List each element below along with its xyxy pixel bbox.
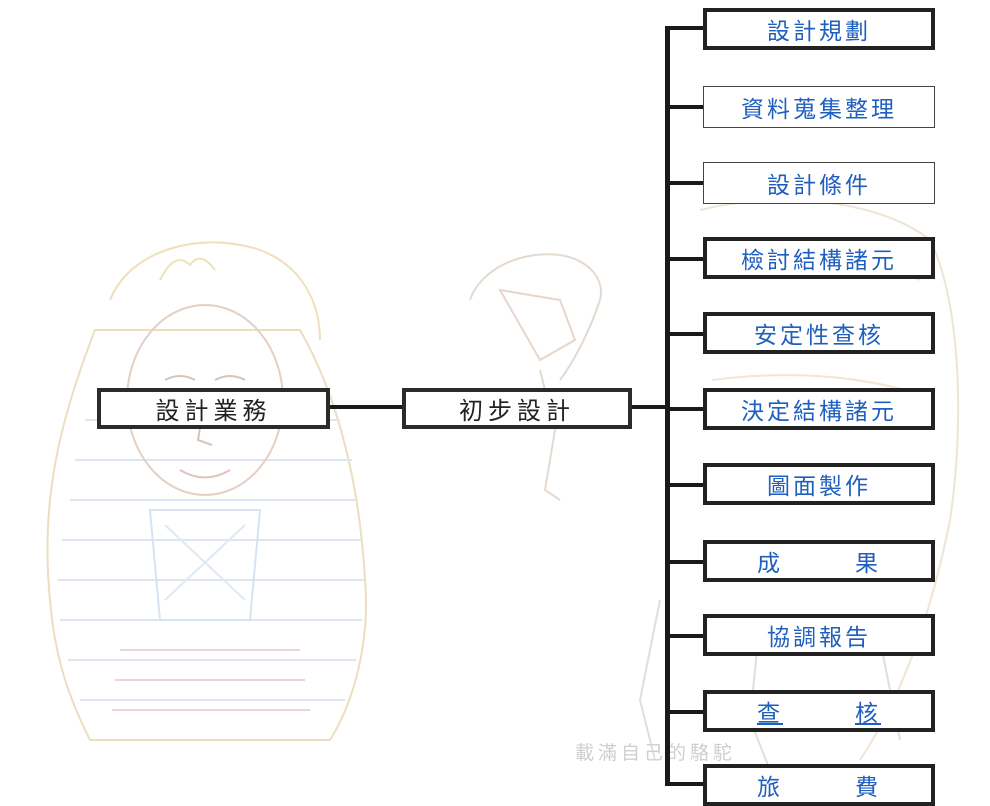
- task-label-part: 果: [855, 551, 881, 577]
- branch-connector: [665, 181, 705, 185]
- root-to-phase-connector: [328, 405, 404, 409]
- task-box-travel-expenses: 旅 費: [703, 764, 935, 806]
- task-label-part: 核: [855, 701, 881, 727]
- root-node-label: 設計業務: [155, 397, 272, 425]
- branch-connector: [665, 257, 705, 261]
- task-label: 檢討結構諸元: [741, 248, 897, 274]
- task-label: 設計條件: [767, 173, 871, 199]
- branch-connector: [665, 26, 705, 30]
- branch-connector: [665, 560, 705, 564]
- branch-connector: [665, 634, 705, 638]
- phase-node-box: 初步設計: [402, 388, 632, 429]
- task-box-results: 成 果: [703, 540, 935, 582]
- branch-connector: [665, 332, 705, 336]
- task-label: 圖面製作: [767, 474, 871, 500]
- task-label: 協調報告: [767, 625, 871, 651]
- task-box-stability-check: 安定性查核: [703, 312, 935, 354]
- task-box-data-collection: 資料蒐集整理: [703, 86, 935, 128]
- root-node-box: 設計業務: [97, 388, 330, 429]
- background-caption: 載滿自己的駱駝: [575, 742, 737, 764]
- branch-connector: [665, 483, 705, 487]
- task-label-part: 成: [757, 551, 783, 577]
- branch-connector: [665, 105, 705, 109]
- task-box-coordination-report: 協調報告: [703, 614, 935, 656]
- task-box-design-conditions: 設計條件: [703, 162, 935, 204]
- phase-to-spine-connector: [630, 405, 668, 409]
- task-spine: [665, 26, 670, 786]
- task-box-drawing-production: 圖面製作: [703, 463, 935, 505]
- task-label-part: 查: [757, 701, 783, 727]
- task-box-review: 查 核: [703, 690, 935, 732]
- task-box-determine-structural-parameters: 決定結構諸元: [703, 388, 935, 430]
- task-box-design-planning: 設計規劃: [703, 8, 935, 50]
- phase-node-label: 初步設計: [459, 397, 575, 425]
- branch-connector: [665, 407, 705, 411]
- branch-connector: [665, 782, 705, 786]
- pharaoh-mask-sketch: [46, 241, 367, 741]
- branch-connector: [665, 710, 705, 714]
- task-label-part: 費: [855, 775, 881, 801]
- task-label-part: 旅: [757, 775, 783, 801]
- task-box-review-structural-parameters: 檢討結構諸元: [703, 237, 935, 279]
- task-label: 安定性查核: [754, 323, 884, 349]
- task-label: 資料蒐集整理: [741, 97, 897, 123]
- task-label: 設計規劃: [767, 19, 871, 45]
- task-label: 決定結構諸元: [741, 399, 897, 425]
